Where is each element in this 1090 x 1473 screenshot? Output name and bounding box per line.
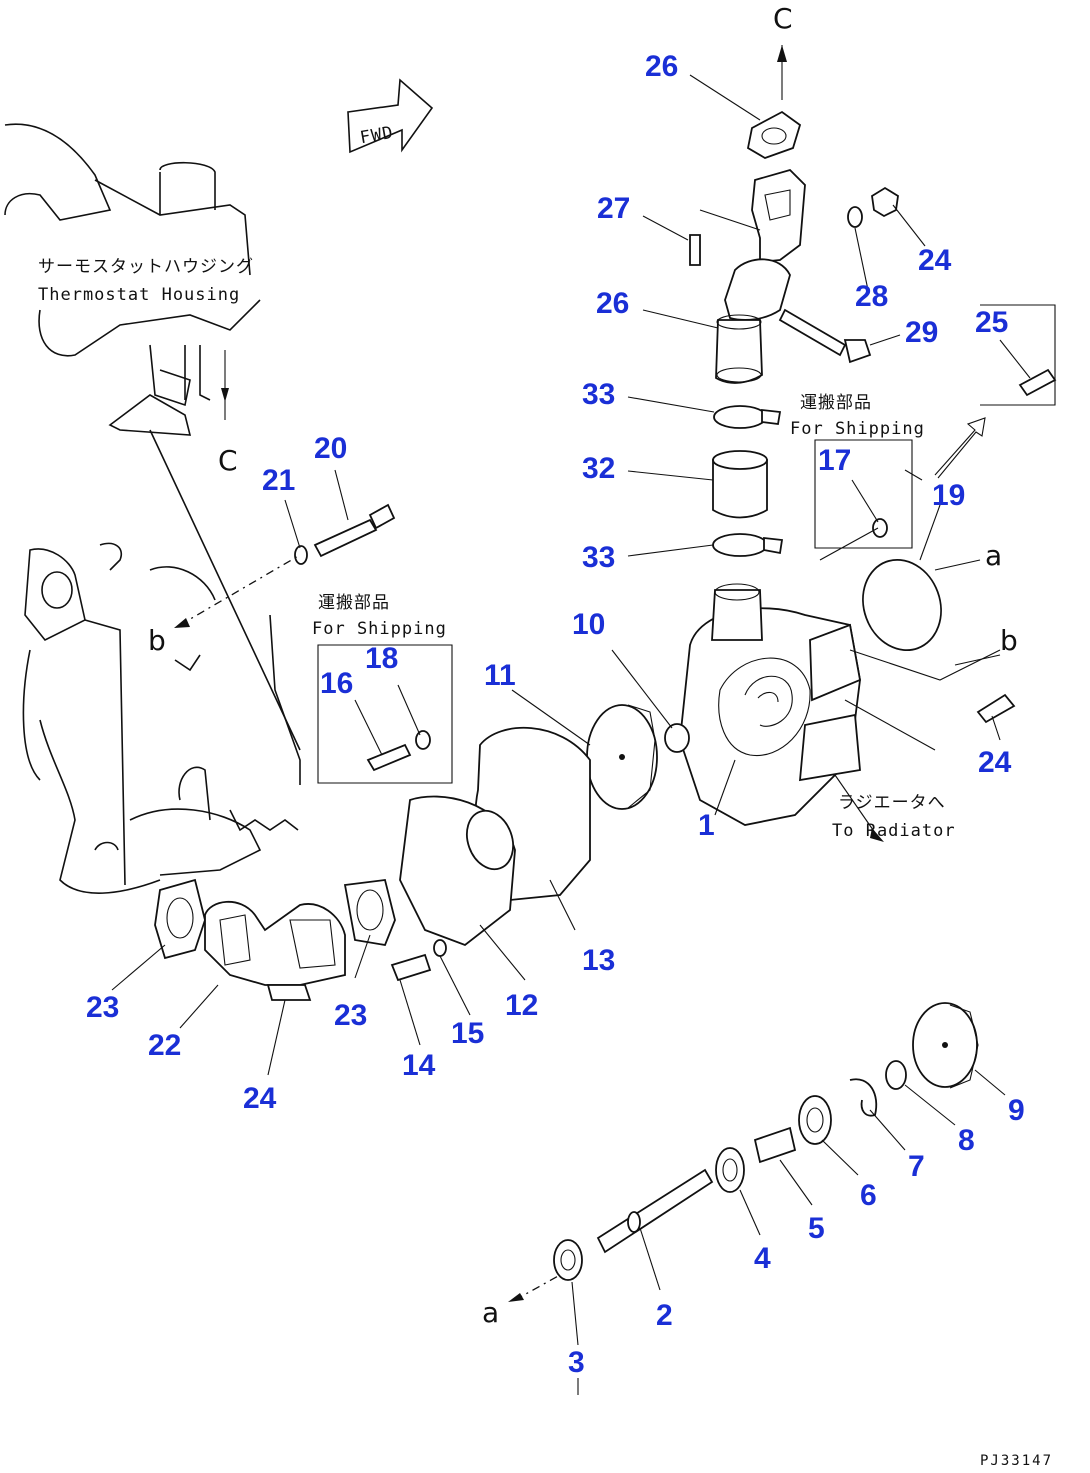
part-2-shaft <box>596 1168 714 1254</box>
callout-8: 8 <box>958 1124 975 1157</box>
part-19-o-ring <box>862 558 942 652</box>
part-10-seal <box>664 723 690 753</box>
callout-31: 29 <box>905 316 938 349</box>
fwd-label: FWD <box>359 123 396 149</box>
callout-19: 19 <box>932 479 965 512</box>
callout-23-right: 23 <box>334 999 367 1032</box>
shipping-note-en-2: For Shipping <box>312 619 447 639</box>
callout-14: 14 <box>402 1049 436 1082</box>
part-27-bolt <box>871 186 899 218</box>
part-22-elbow <box>204 900 346 986</box>
callout-17: 17 <box>818 444 851 477</box>
fwd-arrow-icon: FWD <box>347 78 434 154</box>
callout-20: 20 <box>314 432 347 465</box>
callout-22: 22 <box>148 1029 181 1062</box>
callout-4: 4 <box>754 1242 771 1275</box>
part-24-bolt-right <box>976 693 1016 724</box>
part-4-bearing <box>715 1147 745 1193</box>
engine-block-outline <box>4 123 301 894</box>
part-11-impeller <box>586 704 658 810</box>
figure-code: PJ33147 <box>980 1453 1053 1469</box>
part-23-gasket-left <box>154 878 206 960</box>
part-3-seal <box>553 1239 583 1281</box>
shipping-box-16-18 <box>317 644 453 784</box>
callout-9: 9 <box>1008 1094 1025 1127</box>
part-18-plug <box>415 730 431 750</box>
callout-1: 1 <box>698 809 715 842</box>
part-33-clamp-upper <box>713 405 767 429</box>
callout-24-lower: 24 <box>243 1082 277 1115</box>
connector-a-right: a <box>985 539 1002 572</box>
connector-a-left: a <box>482 1296 499 1329</box>
part-8-nut <box>885 1060 907 1090</box>
shipping-note-jp-1: 運搬部品 <box>800 393 872 413</box>
shipping-note-jp-2: 運搬部品 <box>318 593 390 613</box>
part-20-bolt <box>313 518 378 558</box>
part-15-washer <box>433 939 447 957</box>
callout-26: 26 <box>596 287 629 320</box>
part-6-bearing <box>798 1095 832 1145</box>
connector-c-left: C <box>218 444 238 477</box>
callout-28: 28 <box>855 280 888 313</box>
part-30-stud <box>689 234 701 266</box>
part-16-bolt <box>366 743 412 772</box>
callout-30: 27 <box>597 192 630 225</box>
radiator-note-en: To Radiator <box>832 821 956 841</box>
part-29-gasket <box>746 110 802 159</box>
callout-11: 11 <box>484 659 516 692</box>
callout-25: 25 <box>975 306 1008 339</box>
outlet-pipe-assembly: C <box>689 2 899 557</box>
shaft-assembly <box>508 1002 979 1302</box>
callout-7: 7 <box>908 1150 925 1183</box>
callout-21: 21 <box>262 464 295 497</box>
callout-3: 3 <box>568 1346 585 1379</box>
callout-29: 26 <box>645 50 678 83</box>
connector-b-left: b <box>148 624 166 657</box>
shipping-note-en-1: For Shipping <box>790 419 925 439</box>
shipping-box-17 <box>814 439 913 549</box>
callout-15: 15 <box>451 1017 484 1050</box>
part-17-plug <box>872 518 888 538</box>
part-31-bolt <box>843 339 872 364</box>
part-28-washer <box>847 206 863 228</box>
callout-18: 18 <box>365 642 398 675</box>
callout-12: 12 <box>505 989 538 1022</box>
callout-numbers: 26 27 24 26 28 29 25 33 32 17 19 33 20 2… <box>86 50 1025 1379</box>
arrow-19 <box>934 417 986 479</box>
connector-b-right: b <box>1000 624 1018 657</box>
callout-24-right: 24 <box>978 746 1012 779</box>
part-33-clamp-lower <box>712 533 768 557</box>
thermostat-housing-note-en: Thermostat Housing <box>38 285 240 305</box>
part-21-washer <box>294 545 308 565</box>
radiator-note-jp: ラジエータへ <box>838 793 946 813</box>
part-5-spacer <box>753 1126 797 1164</box>
part-25-bolt <box>1018 368 1057 397</box>
callout-2: 2 <box>656 1299 673 1332</box>
part-14-bolt <box>390 953 432 982</box>
callout-6: 6 <box>860 1179 877 1212</box>
callout-5: 5 <box>808 1212 825 1245</box>
callout-33-lower: 33 <box>582 541 615 574</box>
bracket-25 <box>980 304 1056 406</box>
callout-13: 13 <box>582 944 615 977</box>
thermostat-housing-note-jp: サーモスタットハウジング <box>38 257 254 277</box>
connector-c-top: C <box>773 2 793 35</box>
part-23-gasket-right <box>343 879 396 947</box>
part-32-hose <box>712 459 768 519</box>
part-26-elbow <box>751 168 806 263</box>
callout-10: 10 <box>572 608 605 641</box>
callout-16: 16 <box>320 667 353 700</box>
callout-23-left: 23 <box>86 991 119 1024</box>
pump-housing <box>679 583 1001 842</box>
part-24-bolt-lower <box>266 984 312 1001</box>
callout-32: 32 <box>582 452 615 485</box>
callout-33-upper: 33 <box>582 378 615 411</box>
part-7-snap-ring <box>849 1078 878 1117</box>
leader-lines <box>111 74 1031 1395</box>
callout-27: 24 <box>918 244 952 277</box>
